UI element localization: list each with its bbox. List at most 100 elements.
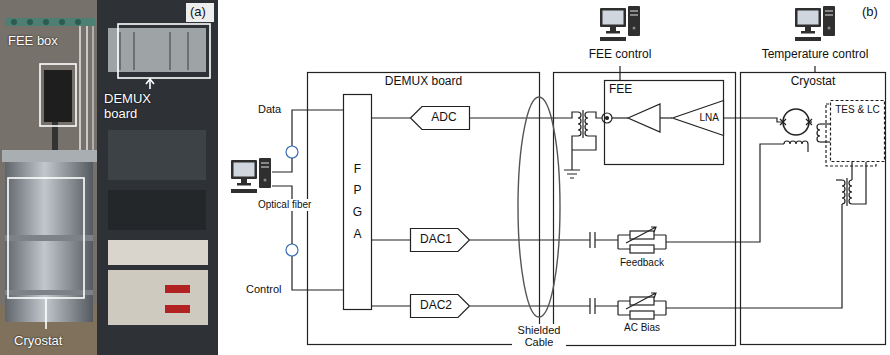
host-computer [241, 179, 247, 183]
lab-photo [5, 235, 93, 241]
control-computer-outline [801, 31, 815, 34]
ac-bias-wiring [849, 180, 852, 204]
node-label: F P G A [352, 159, 364, 245]
host-computer [259, 158, 271, 188]
tes-lc-box-outline [831, 101, 885, 162]
optical-fiber [292, 110, 343, 146]
lab-photo [108, 130, 206, 180]
part-name: AC Bias [624, 322, 660, 334]
lab-photo [97, 0, 218, 355]
lab-photo [2, 150, 97, 162]
photo-callout [149, 80, 151, 89]
photo-label: Cryostat [14, 334, 62, 349]
part-name: Feedback [620, 257, 664, 269]
control-computer-outline [795, 8, 821, 27]
lab-photo [86, 26, 88, 150]
signal-wire [372, 239, 410, 240]
lab-photo [119, 32, 121, 70]
readout-wiring [578, 112, 581, 136]
ac-bias-wiring [852, 162, 866, 204]
ac-bias-wiring [595, 301, 630, 315]
optical-fiber [286, 146, 298, 158]
signal-wire [814, 66, 815, 72]
ac-bias-wiring [590, 298, 595, 314]
lna-amplifier-outline [673, 101, 724, 136]
control-computer-outline [823, 6, 835, 36]
readout-wiring [720, 118, 783, 122]
node-label: Shielded Cable [512, 324, 566, 349]
shielded-cable-outline [512, 96, 566, 350]
dac-block: DAC2 [410, 294, 470, 318]
ac-bias-wiring [836, 179, 842, 180]
adc-block-outline [411, 107, 470, 130]
control-computer-outline [610, 27, 616, 31]
control-computer-outline [828, 27, 831, 30]
lab-photo [11, 19, 17, 25]
dac-block-outline [411, 229, 470, 252]
board-box: DEMUX boardF P G AADCDAC1DAC2 [307, 72, 540, 345]
host-computer [234, 163, 255, 177]
node-label: TES & LC [835, 104, 879, 116]
feedback-wiring [630, 245, 654, 253]
lab-photo [92, 26, 94, 150]
optical-fiber [286, 244, 298, 256]
readout-wiring [582, 110, 583, 138]
readout-wiring [660, 117, 672, 118]
readout-wiring [628, 104, 660, 132]
control-computer-outline [628, 6, 640, 36]
host-computer [231, 158, 271, 193]
control-computer-outline [633, 27, 636, 30]
fee-box: FEELNA [604, 80, 724, 165]
optical-fiber [272, 186, 292, 244]
lab-photo [43, 19, 49, 25]
dac-block-outline [411, 295, 470, 318]
ac-bias-wiring [846, 178, 847, 206]
control-computer-outline [630, 14, 638, 16]
fpga-chip: F P G A [343, 94, 372, 310]
lab-photo [108, 190, 206, 230]
readout-wiring [588, 112, 602, 118]
cryostat-box: CryostatTES & LC [740, 72, 886, 345]
lab-photo [5, 290, 93, 295]
lab-photo [108, 28, 206, 72]
readout-wiring [820, 141, 830, 142]
panel-letter: (a) [190, 5, 206, 20]
host-computer [237, 183, 251, 186]
lab-photo [79, 26, 81, 150]
readout-wiring [780, 119, 786, 125]
host-computer [231, 189, 257, 193]
panel-letter: (b) [862, 5, 878, 20]
lab-photo [27, 19, 33, 25]
control-computer-outline [603, 11, 624, 25]
lab-photo [108, 240, 208, 265]
host-computer [261, 166, 269, 168]
host-computer [231, 160, 257, 179]
control-computer-outline [825, 10, 833, 12]
ac-bias-wiring [470, 162, 866, 319]
part-name: Optical fiber [256, 199, 313, 211]
cryostat-box-outline [741, 73, 886, 345]
signal-wire [372, 117, 410, 118]
photo-callout [45, 298, 47, 329]
control-computer-outline [600, 8, 626, 27]
readout-wiring [572, 136, 596, 150]
node-label: FEE [609, 83, 632, 97]
photo-callout [118, 24, 210, 78]
control-computer-outline [606, 31, 620, 34]
lab-photo [169, 32, 171, 70]
control-computer-outline [795, 6, 835, 41]
signal-name: Data [258, 103, 281, 116]
ac-bias-wiring [630, 311, 654, 319]
node-label: Cryostat [791, 75, 836, 89]
optical-fiber [272, 158, 292, 172]
lab-photo [133, 32, 135, 70]
signal-wire [372, 305, 410, 306]
ac-bias-wiring [842, 180, 845, 204]
tes-lc-box: TES & LC [830, 100, 885, 162]
lab-photo [44, 70, 72, 122]
readout-wiring [820, 123, 830, 124]
readout-wiring [783, 109, 809, 135]
ac-bias-wiring [654, 204, 842, 315]
